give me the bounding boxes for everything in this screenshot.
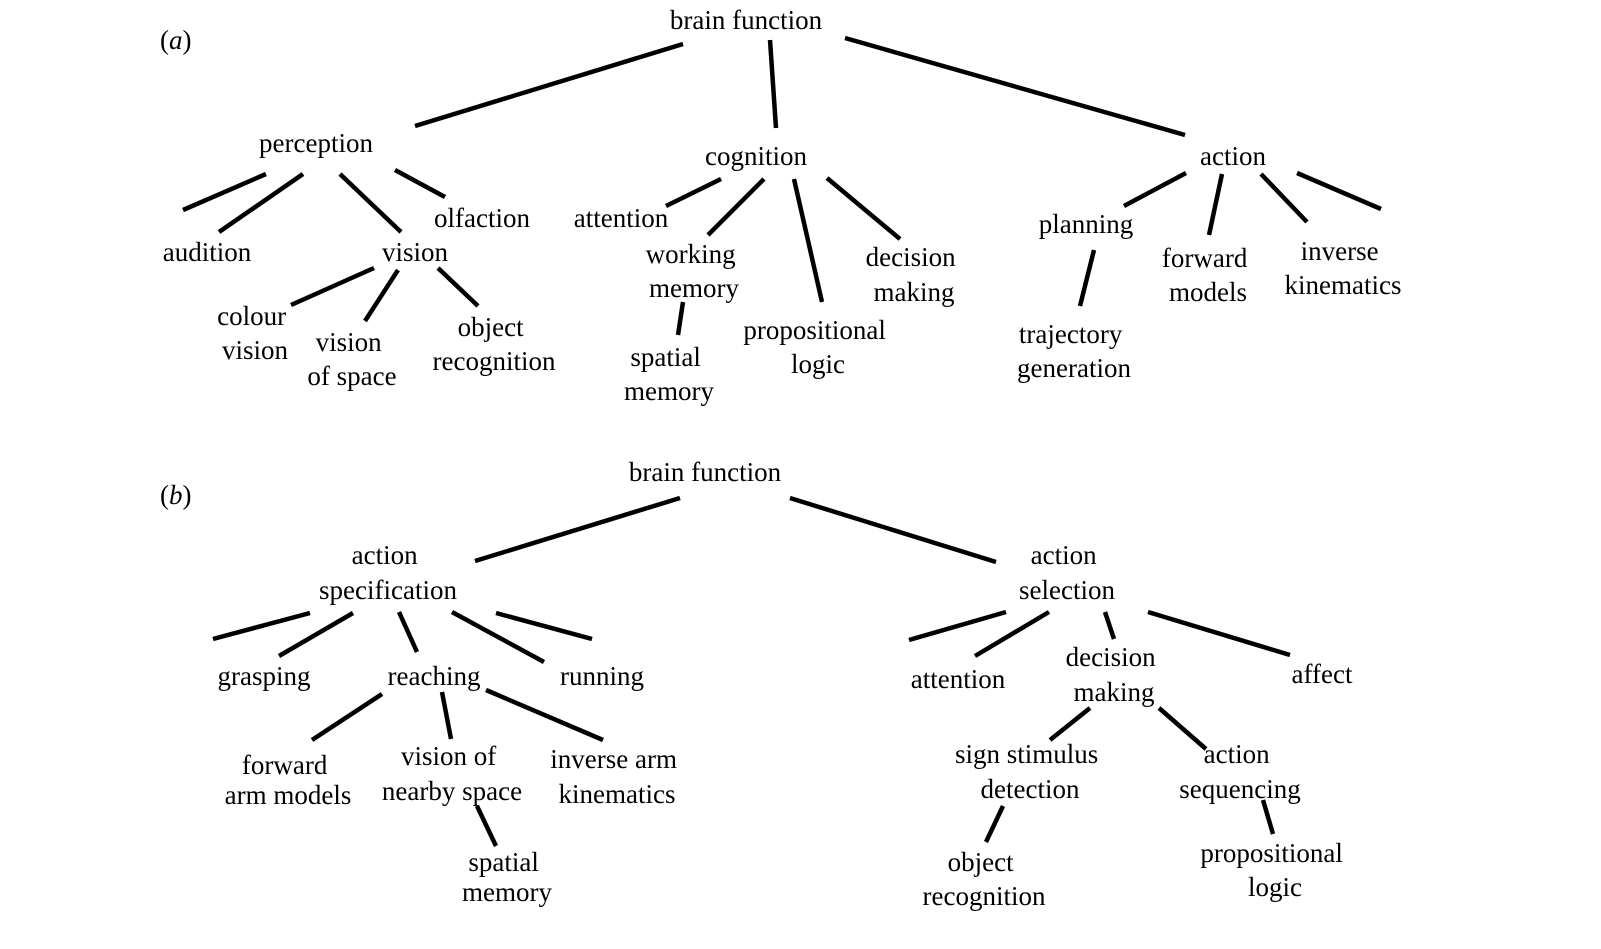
edge-vision-colour-vision <box>290 265 375 308</box>
edge-decision-action-sequencing <box>1157 706 1208 751</box>
node-object-recognition-b: object recognition <box>923 847 1046 911</box>
node-spatial-memory: spatial memory <box>624 342 714 406</box>
panel-a: (a) brain function perception cognition … <box>160 5 1401 406</box>
node-decision-making: decision making <box>866 242 963 307</box>
node-action-sequencing: action sequencing <box>1179 739 1300 804</box>
node-brain-function: brain function <box>670 5 823 35</box>
edge-sign-stimulus-object-recognition <box>983 805 1006 843</box>
edge-reaching-forward-arm-models <box>310 692 384 742</box>
edge-root-perception <box>414 41 684 129</box>
edge-spec-running <box>450 610 546 664</box>
node-planning: planning <box>1039 209 1134 239</box>
node-inverse-kinematics: inverse kinematics <box>1285 236 1402 300</box>
node-working-memory: working memory <box>646 239 743 303</box>
edge-cognition-propositional-logic <box>791 178 825 303</box>
node-sign-stimulus-detection: sign stimulus detection <box>955 739 1105 804</box>
panel-a-label: (a) <box>160 25 192 55</box>
node-object-recognition: object recognition <box>433 312 556 376</box>
edge-perception-olfaction <box>393 168 447 199</box>
edge-perception-audition <box>217 172 305 234</box>
edge-root-action <box>844 35 1186 138</box>
panel-b-label: (b) <box>160 480 192 510</box>
node-trajectory-generation: trajectory generation <box>1017 319 1131 383</box>
node-forward-arm-models: forward arm models <box>225 750 352 810</box>
edge-perception-vision <box>338 172 403 234</box>
node-propositional-logic-b: propositional logic <box>1200 838 1349 902</box>
edge-selection-affect <box>1147 609 1291 658</box>
edge-cognition-attention <box>665 176 722 209</box>
panel-a-labels: (a) brain function perception cognition … <box>160 5 1401 406</box>
edge-action-planning <box>1122 171 1188 208</box>
edge-reaching-vision-of-nearby-space <box>439 691 454 740</box>
edge-action-stub <box>1296 170 1382 212</box>
edge-working-memory-spatial-memory <box>675 301 686 336</box>
node-vision: vision <box>382 237 449 267</box>
node-attention-b: attention <box>911 664 1006 694</box>
panel-a-edges <box>182 35 1382 336</box>
node-cognition: cognition <box>705 141 807 171</box>
edge-action-inverse-kinematics <box>1259 172 1309 224</box>
edge-spec-stub <box>212 610 311 642</box>
panel-b: (b) brain function action specification … <box>160 457 1353 911</box>
edge-perception-stub <box>182 171 267 213</box>
node-brain-function-b: brain function <box>629 457 782 487</box>
node-spatial-memory-b: spatial memory <box>462 847 552 907</box>
edge-cognition-working-memory <box>706 177 766 237</box>
node-running: running <box>560 661 644 691</box>
edge-planning-trajectory-generation <box>1077 249 1097 307</box>
edge-vision-vision-of-space <box>363 268 400 323</box>
node-olfaction: olfaction <box>434 203 530 233</box>
node-action: action <box>1200 141 1266 171</box>
edge-root-action-specification <box>474 495 681 564</box>
edge-selection-stub <box>908 609 1007 643</box>
edge-vision-object-recognition <box>436 266 480 308</box>
node-reaching: reaching <box>388 661 481 691</box>
panel-b-edges <box>212 495 1291 847</box>
node-propositional-logic: propositional logic <box>743 315 892 379</box>
edge-spec-stub-right <box>495 610 593 642</box>
edge-cognition-decision-making <box>825 176 902 241</box>
node-inverse-arm-kinematics: inverse arm kinematics <box>550 744 683 809</box>
node-vision-of-nearby-space: vision of nearby space <box>382 741 522 806</box>
edge-action-forward-models <box>1206 173 1225 236</box>
edge-nearby-space-spatial-memory <box>474 805 499 847</box>
edge-spec-reaching <box>396 611 420 653</box>
edge-selection-attention <box>973 610 1051 658</box>
node-affect: affect <box>1292 659 1353 689</box>
node-colour-vision: colour vision <box>217 301 293 365</box>
edge-decision-sign-stimulus <box>1048 706 1092 742</box>
node-forward-models: forward models <box>1162 243 1254 307</box>
edge-spec-grasping <box>277 611 355 658</box>
edge-root-cognition <box>767 39 779 129</box>
node-action-specification: action specification <box>319 540 457 605</box>
node-vision-of-space: vision of space <box>307 327 396 391</box>
node-decision-making-b: decision making <box>1066 642 1163 707</box>
edge-sequencing-propositional-logic <box>1260 799 1276 835</box>
panel-b-labels: (b) brain function action specification … <box>160 457 1353 911</box>
node-grasping: grasping <box>218 661 311 691</box>
node-audition: audition <box>163 237 252 267</box>
node-perception: perception <box>259 128 373 158</box>
edge-root-action-selection <box>789 495 997 565</box>
edge-reaching-inverse-arm-kinematics <box>485 687 604 743</box>
node-action-selection: action selection <box>1019 540 1115 605</box>
edge-selection-decision-making <box>1102 611 1117 640</box>
node-attention: attention <box>574 203 669 233</box>
